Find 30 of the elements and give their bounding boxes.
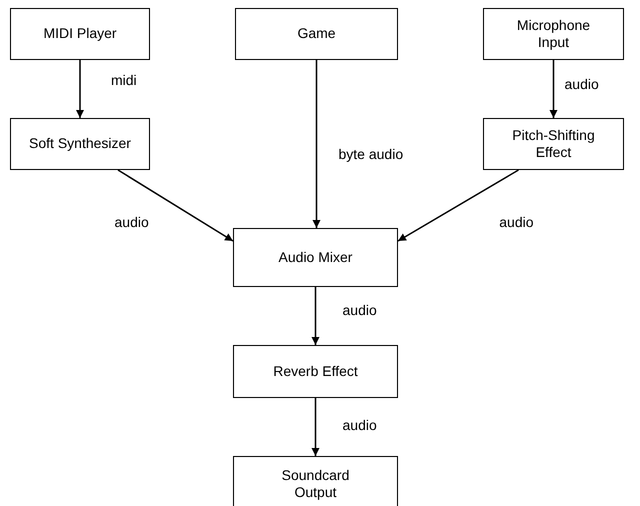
arrow [76, 60, 84, 118]
process-box [235, 8, 398, 60]
box-label: Soft Synthesizer [29, 135, 131, 153]
box-label: Reverb Effect [273, 362, 358, 380]
process-box [233, 228, 398, 287]
box-label: Pitch-Shifting Effect [511, 126, 596, 162]
process-box [233, 345, 398, 398]
arrow [312, 398, 320, 456]
process-box [10, 8, 150, 60]
edge-label: audio [564, 76, 600, 92]
process-box [483, 8, 624, 60]
box-label: Audio Mixer [278, 248, 352, 266]
box-label: Game [297, 25, 336, 43]
edge-label: audio [114, 214, 150, 230]
arrow [312, 287, 320, 345]
arrow [312, 60, 320, 228]
arrow [118, 169, 234, 242]
process-box [233, 456, 398, 506]
process-box [483, 118, 624, 170]
box-label: MIDI Player [43, 25, 117, 43]
arrow [550, 60, 558, 118]
edge-label: audio [342, 302, 378, 318]
process-box [10, 118, 150, 170]
box-label: Microphone Input [516, 16, 592, 52]
edge-label: byte audio [338, 146, 404, 162]
box-label: Soundcard Output [280, 466, 350, 502]
edge-label: midi [110, 72, 138, 88]
edge-label: audio [342, 417, 378, 433]
edge-label: audio [498, 214, 535, 230]
arrow [398, 169, 519, 242]
